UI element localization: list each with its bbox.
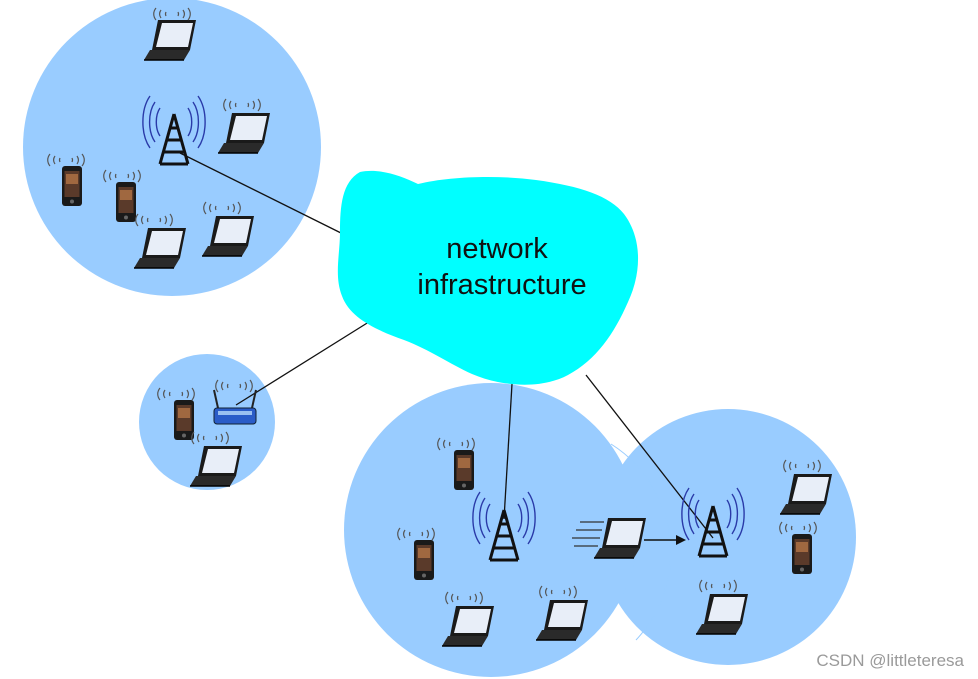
motion-lines [572,521,604,547]
watermark: CSDN @littleteresa [816,651,964,670]
movement-arrow [644,535,686,545]
links [179,152,714,539]
cell-bottom-right [600,409,856,665]
cell-small-left [139,354,275,490]
cloud-label-network: network [446,233,548,265]
cloud-label-infrastructure: infrastructure [417,269,586,301]
cell-overlap-edge [610,443,672,641]
network-infrastructure-cloud [337,170,639,385]
wireless-router-icon [213,379,257,425]
